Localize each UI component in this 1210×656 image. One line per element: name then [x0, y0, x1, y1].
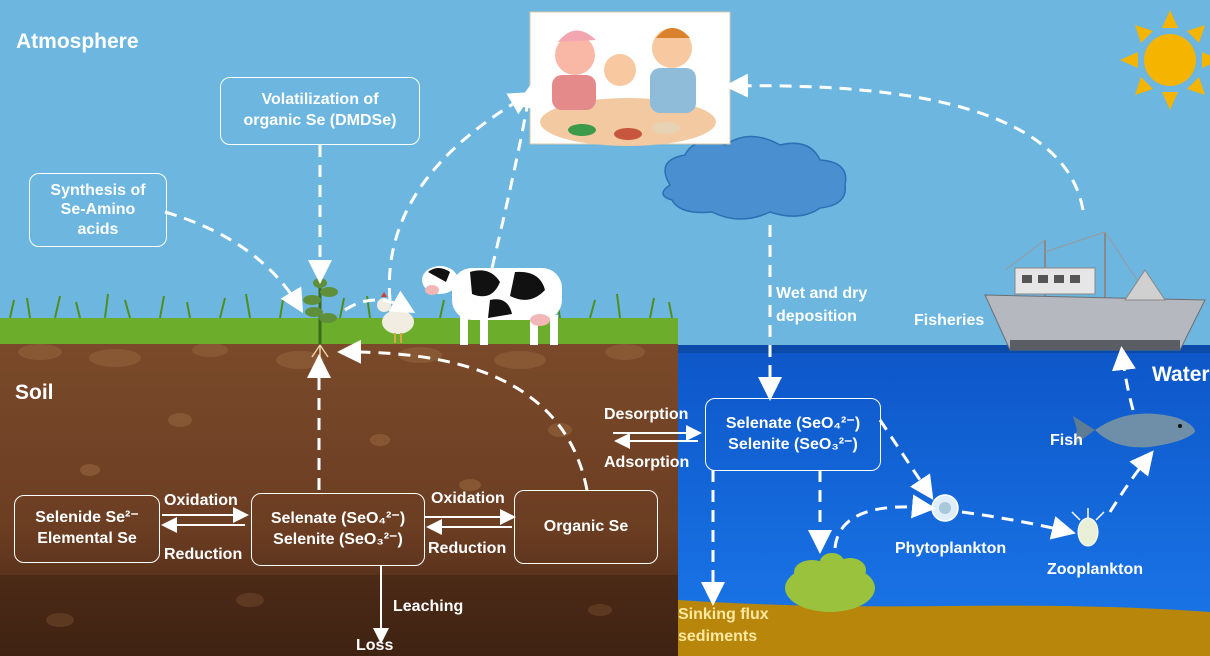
oxidation-label-1: Oxidation [164, 492, 238, 509]
fish-label: Fish [1050, 432, 1083, 449]
grass-strip [0, 318, 678, 344]
deposition-line-1: Wet and dry [776, 285, 868, 302]
fish-icon [1073, 413, 1195, 448]
reduction-label-2: Reduction [428, 540, 507, 557]
selenide-line-2: Elemental Se [37, 530, 137, 547]
desorption-label: Desorption [604, 406, 689, 423]
volatilization-box: Volatilization of organic Se (DMDSe) [220, 77, 420, 145]
water-label: Water [1152, 363, 1210, 386]
soil-selenate-line-2: Selenite (SeO₃²⁻) [273, 530, 403, 548]
volatilization-line-1: Volatilization of [261, 91, 379, 109]
volatilization-line-2: organic Se (DMDSe) [243, 112, 397, 129]
synthesis-line-3: acids [77, 220, 119, 238]
fishing-boat-icon [984, 231, 1206, 351]
sediment-floor [678, 600, 1210, 656]
water-selenate-line-2: Selenite (SeO₃²⁻) [728, 435, 858, 453]
synthesis-line-1: Synthesis of [50, 182, 146, 200]
sinking-flux-label: Sinking flux sediments [678, 604, 769, 649]
organic-se-box: Organic Se [514, 490, 658, 564]
family-meal-illustration [529, 11, 731, 146]
phytoplankton-icon [931, 494, 959, 522]
soil-selenate-line-1: Selenate (SeO₄²⁻) [270, 509, 406, 527]
cow-icon [422, 266, 562, 345]
sun-icon [1120, 10, 1210, 110]
atmosphere-label: Atmosphere [16, 30, 139, 53]
deposition-line-2: deposition [776, 308, 857, 326]
selenide-box: Selenide Se²⁻ Elemental Se [14, 495, 160, 563]
solid-arrows [161, 425, 702, 644]
fisheries-label: Fisheries [914, 312, 985, 329]
oxidation-label-2: Oxidation [431, 490, 505, 507]
sinking-line-2: sediments [678, 628, 758, 646]
synthesis-box: Synthesis of Se-Amino acids [29, 173, 167, 247]
sinking-line-1: Sinking flux [678, 606, 769, 623]
zooplankton-label: Zooplankton [1047, 561, 1143, 578]
synthesis-line-2: Se-Amino [60, 201, 136, 219]
water-selenate-box: Selenate (SeO₄²⁻) Selenite (SeO₃²⁻) [705, 398, 881, 471]
water-selenate-line-1: Selenate (SeO₄²⁻) [725, 414, 861, 432]
reduction-label-1: Reduction [164, 546, 243, 563]
leaching-label: Leaching [393, 598, 464, 615]
loss-label: Loss [356, 637, 394, 654]
selenide-line-1: Selenide Se²⁻ [35, 509, 139, 527]
phytoplankton-label: Phytoplankton [895, 540, 1007, 557]
adsorption-label: Adsorption [604, 454, 690, 471]
plant-icon [303, 278, 338, 359]
deposition-label: Wet and dry deposition [776, 282, 867, 328]
cycle-arrows [164, 73, 1154, 606]
seaweed-icon [785, 553, 875, 612]
soil-label: Soil [15, 381, 54, 404]
organic-se-text: Organic Se [543, 517, 629, 535]
soil-selenate-box: Selenate (SeO₄²⁻) Selenite (SeO₃²⁻) [251, 493, 425, 566]
zooplankton-icon [1071, 508, 1105, 547]
